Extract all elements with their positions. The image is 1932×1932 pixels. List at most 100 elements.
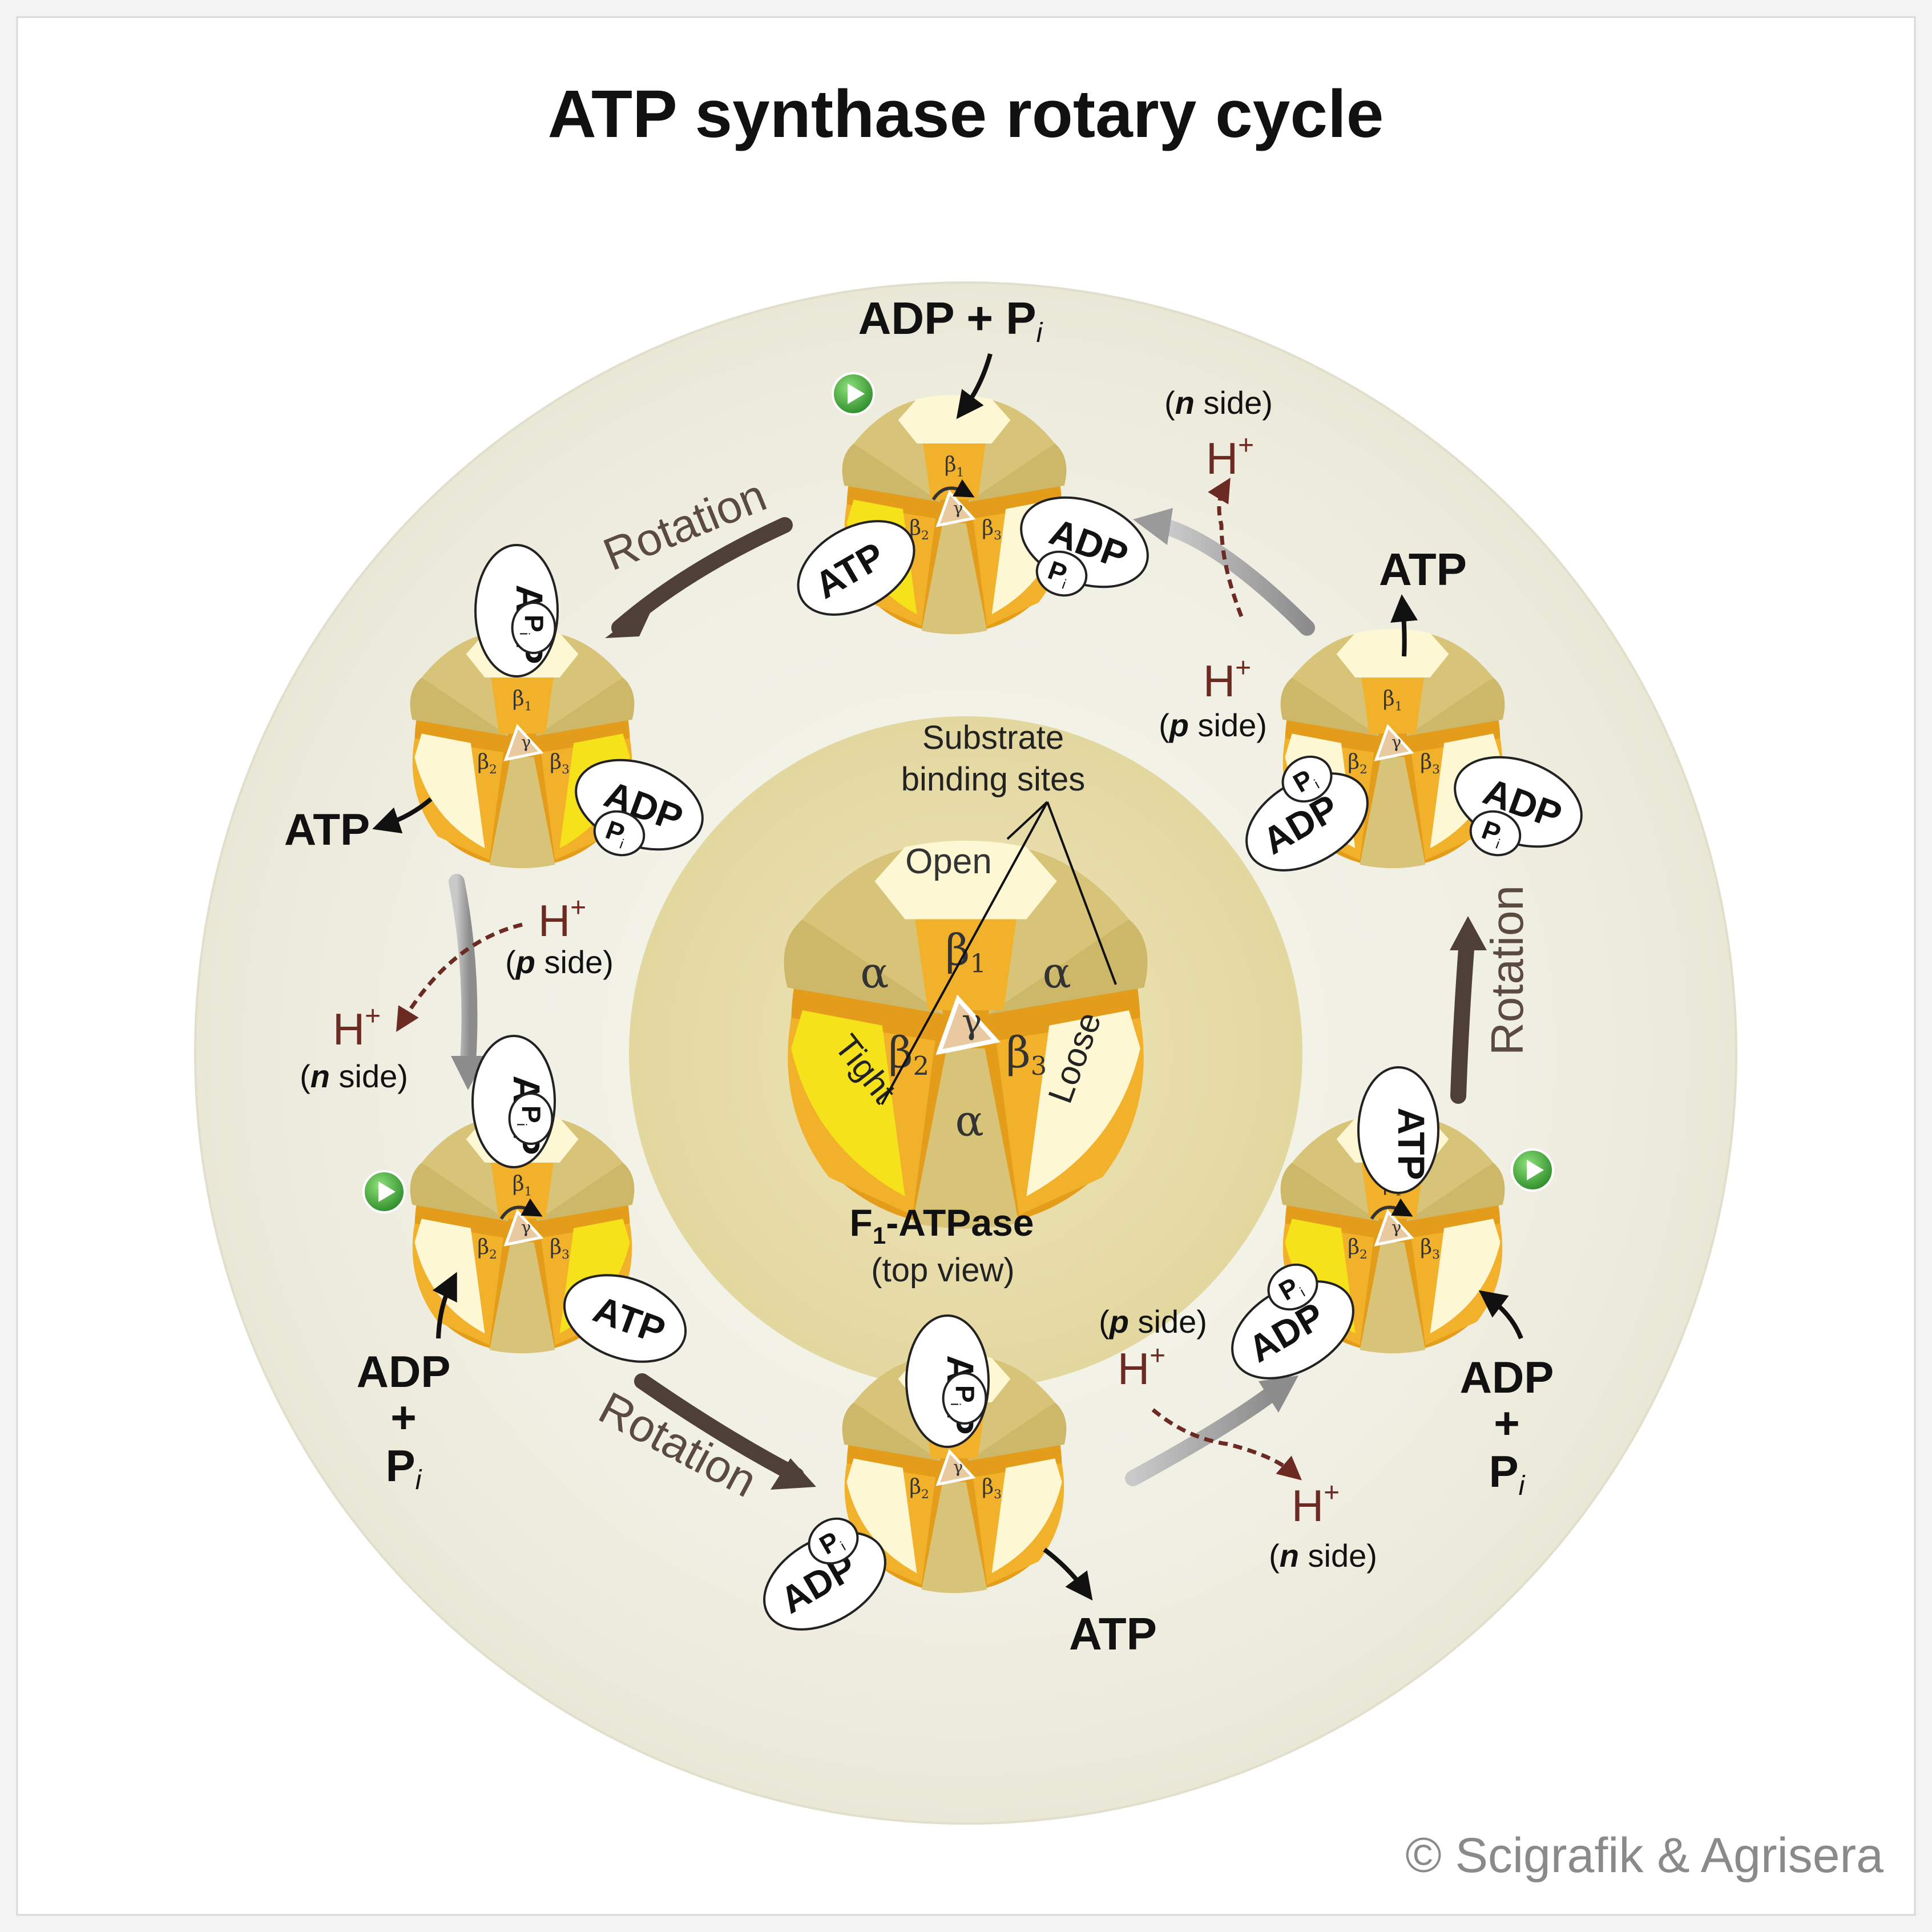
proton-arrow-top-right (1208, 477, 1244, 618)
gamma-subunit (503, 1209, 544, 1247)
alpha-subunit-edge (536, 677, 635, 736)
arrowhead (451, 1056, 486, 1090)
alpha-subunit (489, 1242, 555, 1354)
label-n-side-bottom-right: (n side) (1269, 1538, 1377, 1574)
callout-binding-sites: binding sites (901, 761, 1085, 798)
arrow-atp-out-upper-right (1390, 594, 1418, 657)
arrow-adp-in-left (432, 1272, 457, 1339)
arrow-left-down (449, 874, 478, 1070)
arrow-adp-in-right (1478, 1290, 1523, 1340)
arrowhead (771, 1458, 816, 1490)
beta3-label: β3 (1420, 1235, 1440, 1262)
adp-top-pi (1035, 550, 1088, 597)
play-icon (378, 1181, 396, 1202)
label-n-side-top-right: (n side) (1164, 385, 1273, 421)
label-atp-upper-right: ATP (1379, 544, 1467, 595)
top-view-label: (top view) (871, 1252, 1014, 1289)
label-n-side-left: (n side) (300, 1058, 408, 1094)
play-icon (1527, 1160, 1544, 1180)
alpha-subunit (1360, 1242, 1426, 1354)
alpha-label: α (860, 948, 889, 998)
label-p-side-left: (p side) (505, 944, 614, 980)
label-adp-pi-left-plus: + (390, 1392, 417, 1442)
gamma-label: γ (953, 1457, 963, 1477)
arrow-adp-in-top (956, 353, 993, 420)
alpha-subunit-edge (1280, 1163, 1379, 1221)
site-open-label: Open (905, 842, 992, 881)
alpha-subunit-edge (968, 443, 1067, 502)
gamma-label: γ (1391, 1217, 1401, 1237)
adp-bottom-left (763, 1531, 886, 1631)
beta2-label: β2 (909, 1475, 929, 1502)
play-icon (848, 384, 865, 404)
atp-lower-left (563, 1274, 687, 1363)
label-p-side-upper-right: (p side) (1159, 707, 1267, 743)
left-site (846, 1458, 917, 1574)
beta2-label: β2 (477, 750, 497, 777)
rotation-curl-icon (499, 1198, 543, 1220)
adp-bottom-pi-text: Pi (947, 1385, 980, 1406)
callout-substrate: Substrate (922, 719, 1064, 756)
atp-lower-right-text: ATP (1390, 1107, 1433, 1180)
callout-line (1006, 801, 1048, 840)
open-site (874, 840, 1057, 919)
alpha-label: α (955, 1096, 984, 1146)
alpha-label: α (1042, 948, 1071, 998)
copyright: © Scigrafik & Agrisera (1405, 1828, 1883, 1883)
gamma-subunit (503, 724, 544, 761)
alpha-subunit (921, 523, 987, 635)
alpha-subunit-edge (842, 443, 941, 502)
arrow-rotation-top-left (611, 517, 793, 636)
label-adp-pi-top: ADP + Pi (858, 293, 1043, 348)
arrow-rotation-right (1450, 934, 1475, 1104)
adp-lower-left-pi (508, 1092, 554, 1145)
gamma-label: γ (521, 732, 531, 752)
arrow-atp-out-upper-left (372, 797, 433, 834)
adp-upper-left-pi (511, 602, 556, 654)
diagram-title: ATP synthase rotary cycle (548, 76, 1384, 152)
gamma-subunit (935, 994, 1001, 1055)
alpha-subunit-edge (536, 1163, 635, 1221)
label-adp-pi-right-plus: + (1494, 1398, 1520, 1448)
arrow-atp-out-bottom (1043, 1547, 1093, 1601)
rotation-label-right: Rotation (1482, 885, 1532, 1055)
right-site (1430, 1219, 1501, 1334)
open-site (898, 395, 1011, 443)
open-site (1336, 629, 1449, 677)
adp-lower-left-pi-text: Pi (514, 1106, 546, 1126)
adp-upper-right-right-pi (1469, 810, 1522, 857)
adp-lower-right-pi (1267, 1263, 1318, 1311)
alpha-subunit (921, 1482, 987, 1594)
label-h-bottom-right-p: H+ (1118, 1341, 1165, 1394)
label-adp-pi-left-adp: ADP (357, 1346, 451, 1397)
gamma-subunit (935, 1449, 976, 1486)
alpha-subunit (912, 1048, 1019, 1229)
adp-upper-left-pi-text: Pi (517, 615, 549, 635)
arrowhead (605, 599, 656, 638)
alpha-subunit-edge (1406, 1163, 1505, 1221)
arrowhead (1450, 916, 1487, 950)
callout-line (1046, 801, 1117, 985)
arrowhead (1259, 1376, 1298, 1413)
hexamer-group: β1β2β3γαααβ1β2β3γβ1β2β3γβ1β2β3γβ1β2β3γβ1… (410, 395, 1505, 1594)
atp-lower-right (1357, 1066, 1439, 1194)
beta3-label: β3 (982, 1475, 1002, 1502)
beta2-label: β2 (477, 1235, 497, 1262)
rotation-curl-icon (931, 479, 975, 501)
arrowhead (1133, 508, 1173, 545)
label-adp-pi-right-adp: ADP (1460, 1352, 1554, 1402)
label-p-side-bottom-right: (p side) (1099, 1304, 1207, 1340)
proton-arrow-left (396, 922, 523, 1032)
gamma-label: γ (1391, 732, 1401, 752)
left-site (791, 1010, 905, 1196)
label-atp-bottom: ATP (1069, 1608, 1157, 1659)
right-site (991, 1458, 1062, 1574)
proton-arrow-bottom-right (1151, 1408, 1302, 1481)
gamma-subunit (1374, 1209, 1414, 1247)
